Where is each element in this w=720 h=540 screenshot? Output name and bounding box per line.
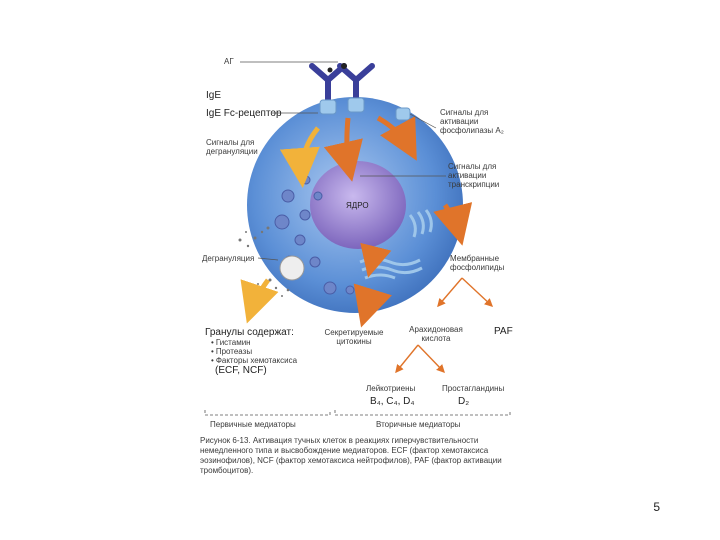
fc-receptors: [319, 97, 411, 121]
cytokine-secretion-label: Секретируемые цитокины: [324, 328, 384, 346]
granules-contain-label: Гранулы содержат:: [205, 327, 294, 338]
antigen: [341, 63, 347, 69]
leukotrienes-label: Лейкотриены: [366, 384, 416, 393]
membrane-phospholipids-label: Мембранные фосфолипиды: [450, 254, 505, 272]
granules: [274, 175, 355, 295]
arrow-degranulation: [240, 278, 279, 324]
secondary-mediators-label: Вторичные медиаторы: [376, 420, 461, 429]
arrow-to-membrane: [433, 202, 473, 246]
ige-antibodies: [309, 63, 375, 103]
phospholipid-cascade: [395, 277, 494, 374]
cytokine-signal-label: Сигналы для активации транскрипции: [448, 162, 500, 189]
primary-mediators-label: Первичные медиаторы: [210, 420, 296, 429]
arrow-degranulation-signal: [279, 126, 320, 188]
prostaglandins-label: Простагландины: [442, 384, 505, 393]
paf-label: PAF: [494, 326, 513, 337]
granule-factors-label: (ECF, NCF): [215, 365, 267, 376]
leukotrienes-sub-label: B₄, C₄, D₄: [370, 396, 415, 407]
arrow-nucleus-signal: [323, 117, 363, 182]
arachidonic-acid-label: Арахидоновая кислота: [409, 325, 463, 343]
figure-caption: Рисунок 6-13. Активация тучных клеток в …: [200, 436, 502, 475]
granule-item: Гистамин: [205, 338, 297, 347]
granule-item: Протеазы: [205, 347, 297, 356]
prostaglandins-sub-label: D₂: [458, 396, 470, 407]
antigen-label: АГ: [224, 57, 234, 66]
phospholipase-signal-label: Сигналы для активации фосфолипазы A₂: [440, 108, 504, 135]
arrow-nucleus-down: [360, 242, 392, 278]
ige-label: IgE: [206, 90, 222, 101]
pointer-lines: [240, 61, 446, 261]
mediator-brackets: [204, 410, 511, 416]
arrow-phospholipase-signal: [376, 115, 417, 161]
arrow-cytokine-secretion: [353, 283, 392, 328]
degranulation-label: Дегрануляция: [202, 254, 255, 263]
degranulation-signal-label: Сигналы для дегрануляции: [206, 138, 258, 156]
nucleus-label: ЯДРО: [346, 201, 369, 210]
page-number: 5: [653, 500, 660, 514]
ige-fc-receptor-label: IgE Fc-рецептор: [206, 108, 282, 119]
granule-item: Факторы хемотаксиса: [205, 356, 297, 365]
cell-nucleus: [310, 161, 406, 249]
granule-contents: Гранулы содержат: Гистамин Протеазы Факт…: [205, 327, 297, 376]
